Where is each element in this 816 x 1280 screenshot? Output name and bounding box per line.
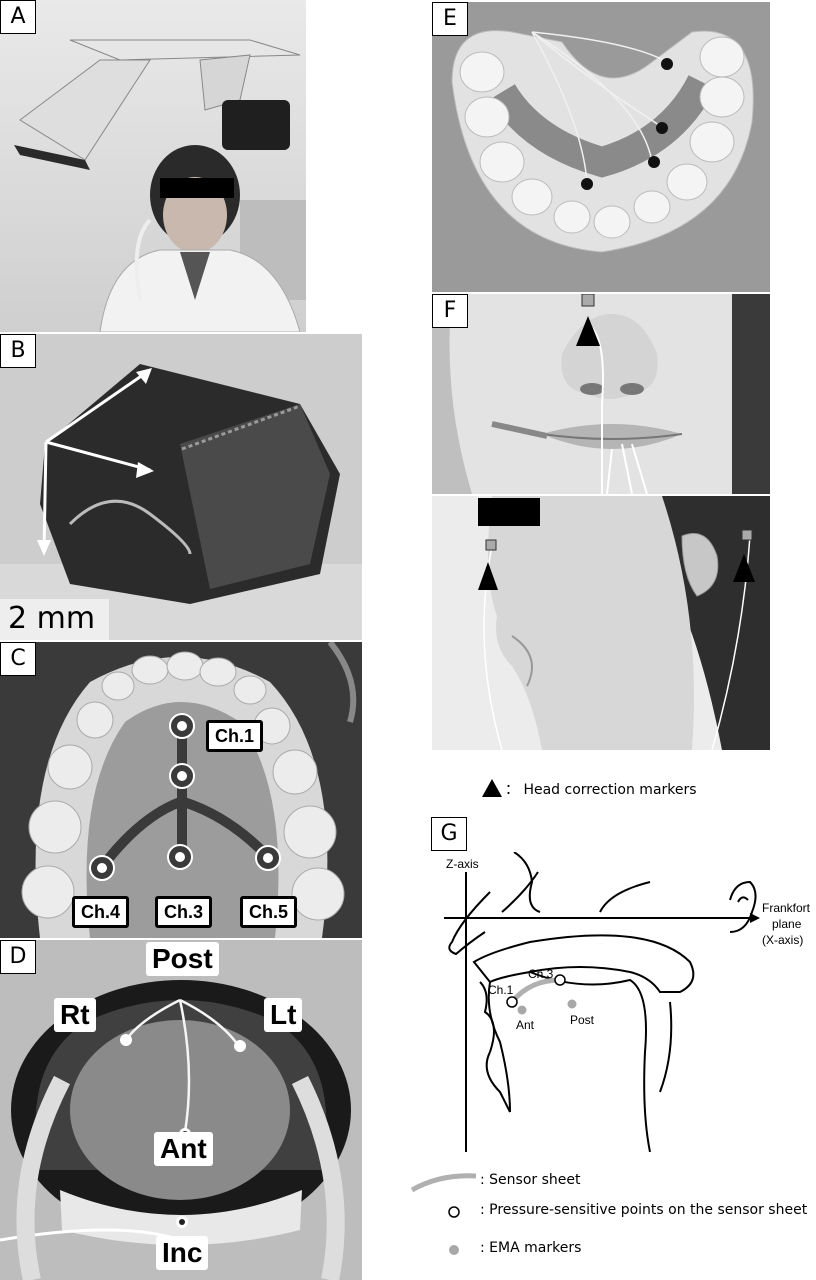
filled-circle-icon [449,1245,459,1255]
marker-ant-label: Ant [154,1132,213,1166]
z-axis-label: Z-axis [446,857,479,871]
g-post-label: Post [570,1013,595,1027]
channel-1-label: Ch.1 [206,720,264,752]
panel-f-front: F [432,294,770,494]
pressure-point-ch3 [554,974,566,986]
panel-b: 2 mm B [0,334,362,640]
face-redaction-bar [478,498,540,526]
panel-f-side-photo [432,496,770,750]
g-ch3-label: Ch.3 [528,967,554,981]
sensor-sheet-curve [510,977,561,1004]
marker-rt-label: Rt [54,998,96,1032]
panel-a: A [0,0,306,332]
panel-g-diagram: Z-axis Frankfort plane (X-axis) Ch.1 Ch.… [444,852,811,1152]
ema-marker-post [567,999,577,1009]
legend-pressure-points: : Pressure-sensitive points on the senso… [446,1202,816,1222]
x-axis-arrowhead [750,913,760,923]
marker-lt-label: Lt [264,998,303,1032]
panel-c-label: C [0,642,36,676]
channel-4-label: Ch.4 [72,896,130,928]
panel-a-photo [0,0,306,332]
panel-g-label: G [431,817,467,851]
panel-e-label: E [432,2,468,36]
g-ant-label: Ant [516,1018,535,1032]
channel-5-label: Ch.5 [240,896,298,928]
panel-e: E [432,2,770,292]
panel-d-photo [0,940,362,1280]
marker-inc-label: Inc [156,1236,209,1270]
panel-d-label: D [0,940,36,974]
panel-b-photo [0,334,362,640]
legend-ema-markers: : EMA markers [446,1240,746,1260]
panel-c-photo [0,642,362,938]
panel-e-photo [432,2,770,292]
panel-b-label: B [0,334,36,368]
legend-sensor-sheet-text: : Sensor sheet [480,1172,581,1188]
frankfort-label-1: Frankfort [762,901,811,915]
pressure-point-ch1 [506,996,518,1008]
marker-post-label: Post [146,942,219,976]
legend-pressure-points-text: : Pressure-sensitive points on the senso… [480,1202,808,1218]
frankfort-label-2: plane [772,917,802,931]
panel-a-label: A [0,0,36,34]
head-marker-legend-text: ： Head correction markers [505,782,697,798]
g-ch1-label: Ch.1 [488,983,514,997]
legend-sensor-sheet: : Sensor sheet [410,1170,810,1194]
panel-d: Post Rt Lt Ant Inc D [0,940,362,1280]
frankfort-label-3: (X-axis) [762,933,803,947]
panel-f-front-photo [432,294,770,494]
open-circle-icon [448,1206,460,1218]
eye-redaction-bar [160,178,234,198]
channel-3-label: Ch.3 [155,896,213,928]
ema-marker-ant [517,1005,527,1015]
triangle-marker-icon [482,779,502,797]
scale-bar-label: 2 mm [0,599,110,640]
panel-f-side [432,496,770,750]
legend-ema-markers-text: : EMA markers [480,1240,582,1256]
panel-c: Ch.1 Ch.4 Ch.3 Ch.5 C [0,642,362,938]
panel-f-label: F [432,294,468,328]
sensor-sheet-swatch [410,1173,477,1193]
